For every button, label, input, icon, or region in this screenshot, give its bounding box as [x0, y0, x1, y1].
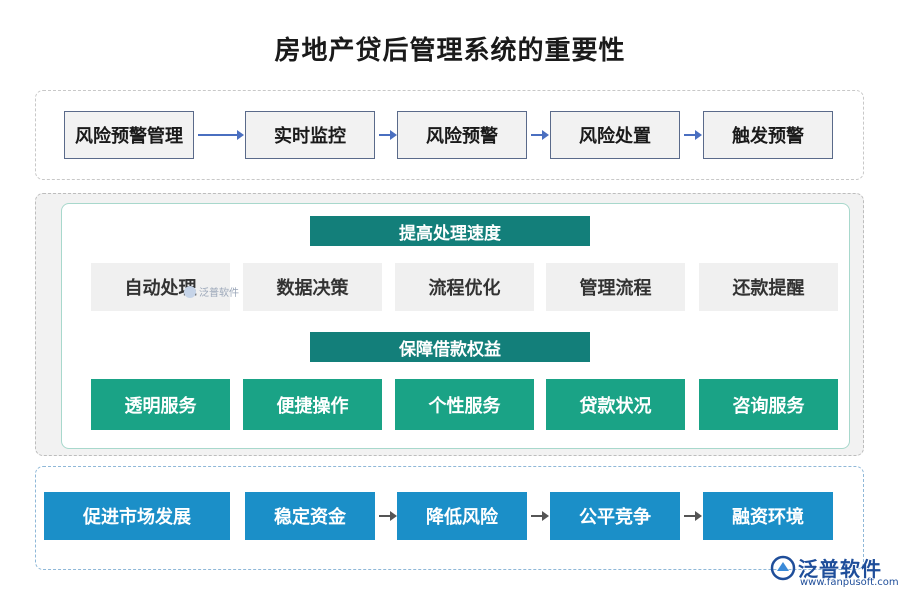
bottom-flow-step-4: 公平竞争 — [550, 492, 680, 540]
brand-logo: 泛普软件 www.fanpusoft.com — [770, 553, 899, 593]
top-flow-arrow-1 — [198, 130, 244, 140]
rights-item-4: 贷款状况 — [546, 379, 685, 430]
top-flow-step-4: 风险处置 — [550, 111, 680, 159]
rights-item-3: 个性服务 — [395, 379, 534, 430]
top-flow-step-5: 触发预警 — [703, 111, 833, 159]
brand-logo-icon — [770, 555, 796, 581]
watermark-logo-icon — [184, 285, 196, 298]
bottom-flow-step-5: 融资环境 — [703, 492, 833, 540]
top-flow-step-3: 风险预警 — [397, 111, 527, 159]
top-flow-arrow-2 — [379, 130, 397, 140]
speed-item-5: 还款提醒 — [699, 263, 838, 311]
top-flow-step-1: 风险预警管理 — [64, 111, 194, 159]
brand-name: 泛普软件 — [798, 557, 882, 581]
bottom-flow-arrow-3 — [684, 511, 702, 521]
top-flow-arrow-4 — [684, 130, 702, 140]
brand-url: www.fanpusoft.com — [800, 577, 899, 588]
top-flow-arrow-3 — [531, 130, 549, 140]
rights-header: 保障借款权益 — [310, 332, 590, 362]
bottom-flow-step-1: 促进市场发展 — [44, 492, 230, 540]
bottom-flow-step-3: 降低风险 — [397, 492, 527, 540]
speed-item-1: 自动处理 — [91, 263, 230, 311]
small-watermark-text: 泛普软件 — [199, 288, 239, 299]
small-watermark: 泛普软件 — [184, 284, 239, 299]
rights-item-1: 透明服务 — [91, 379, 230, 430]
bottom-flow-arrow-2 — [531, 511, 549, 521]
speed-item-3: 流程优化 — [395, 263, 534, 311]
speed-item-2: 数据决策 — [243, 263, 382, 311]
page-title: 房地产贷后管理系统的重要性 — [274, 36, 626, 66]
top-flow-step-2: 实时监控 — [245, 111, 375, 159]
bottom-flow-arrow-1 — [379, 511, 397, 521]
speed-item-4: 管理流程 — [546, 263, 685, 311]
bottom-flow-step-2: 稳定资金 — [245, 492, 375, 540]
rights-item-2: 便捷操作 — [243, 379, 382, 430]
rights-item-5: 咨询服务 — [699, 379, 838, 430]
speed-header: 提高处理速度 — [310, 216, 590, 246]
